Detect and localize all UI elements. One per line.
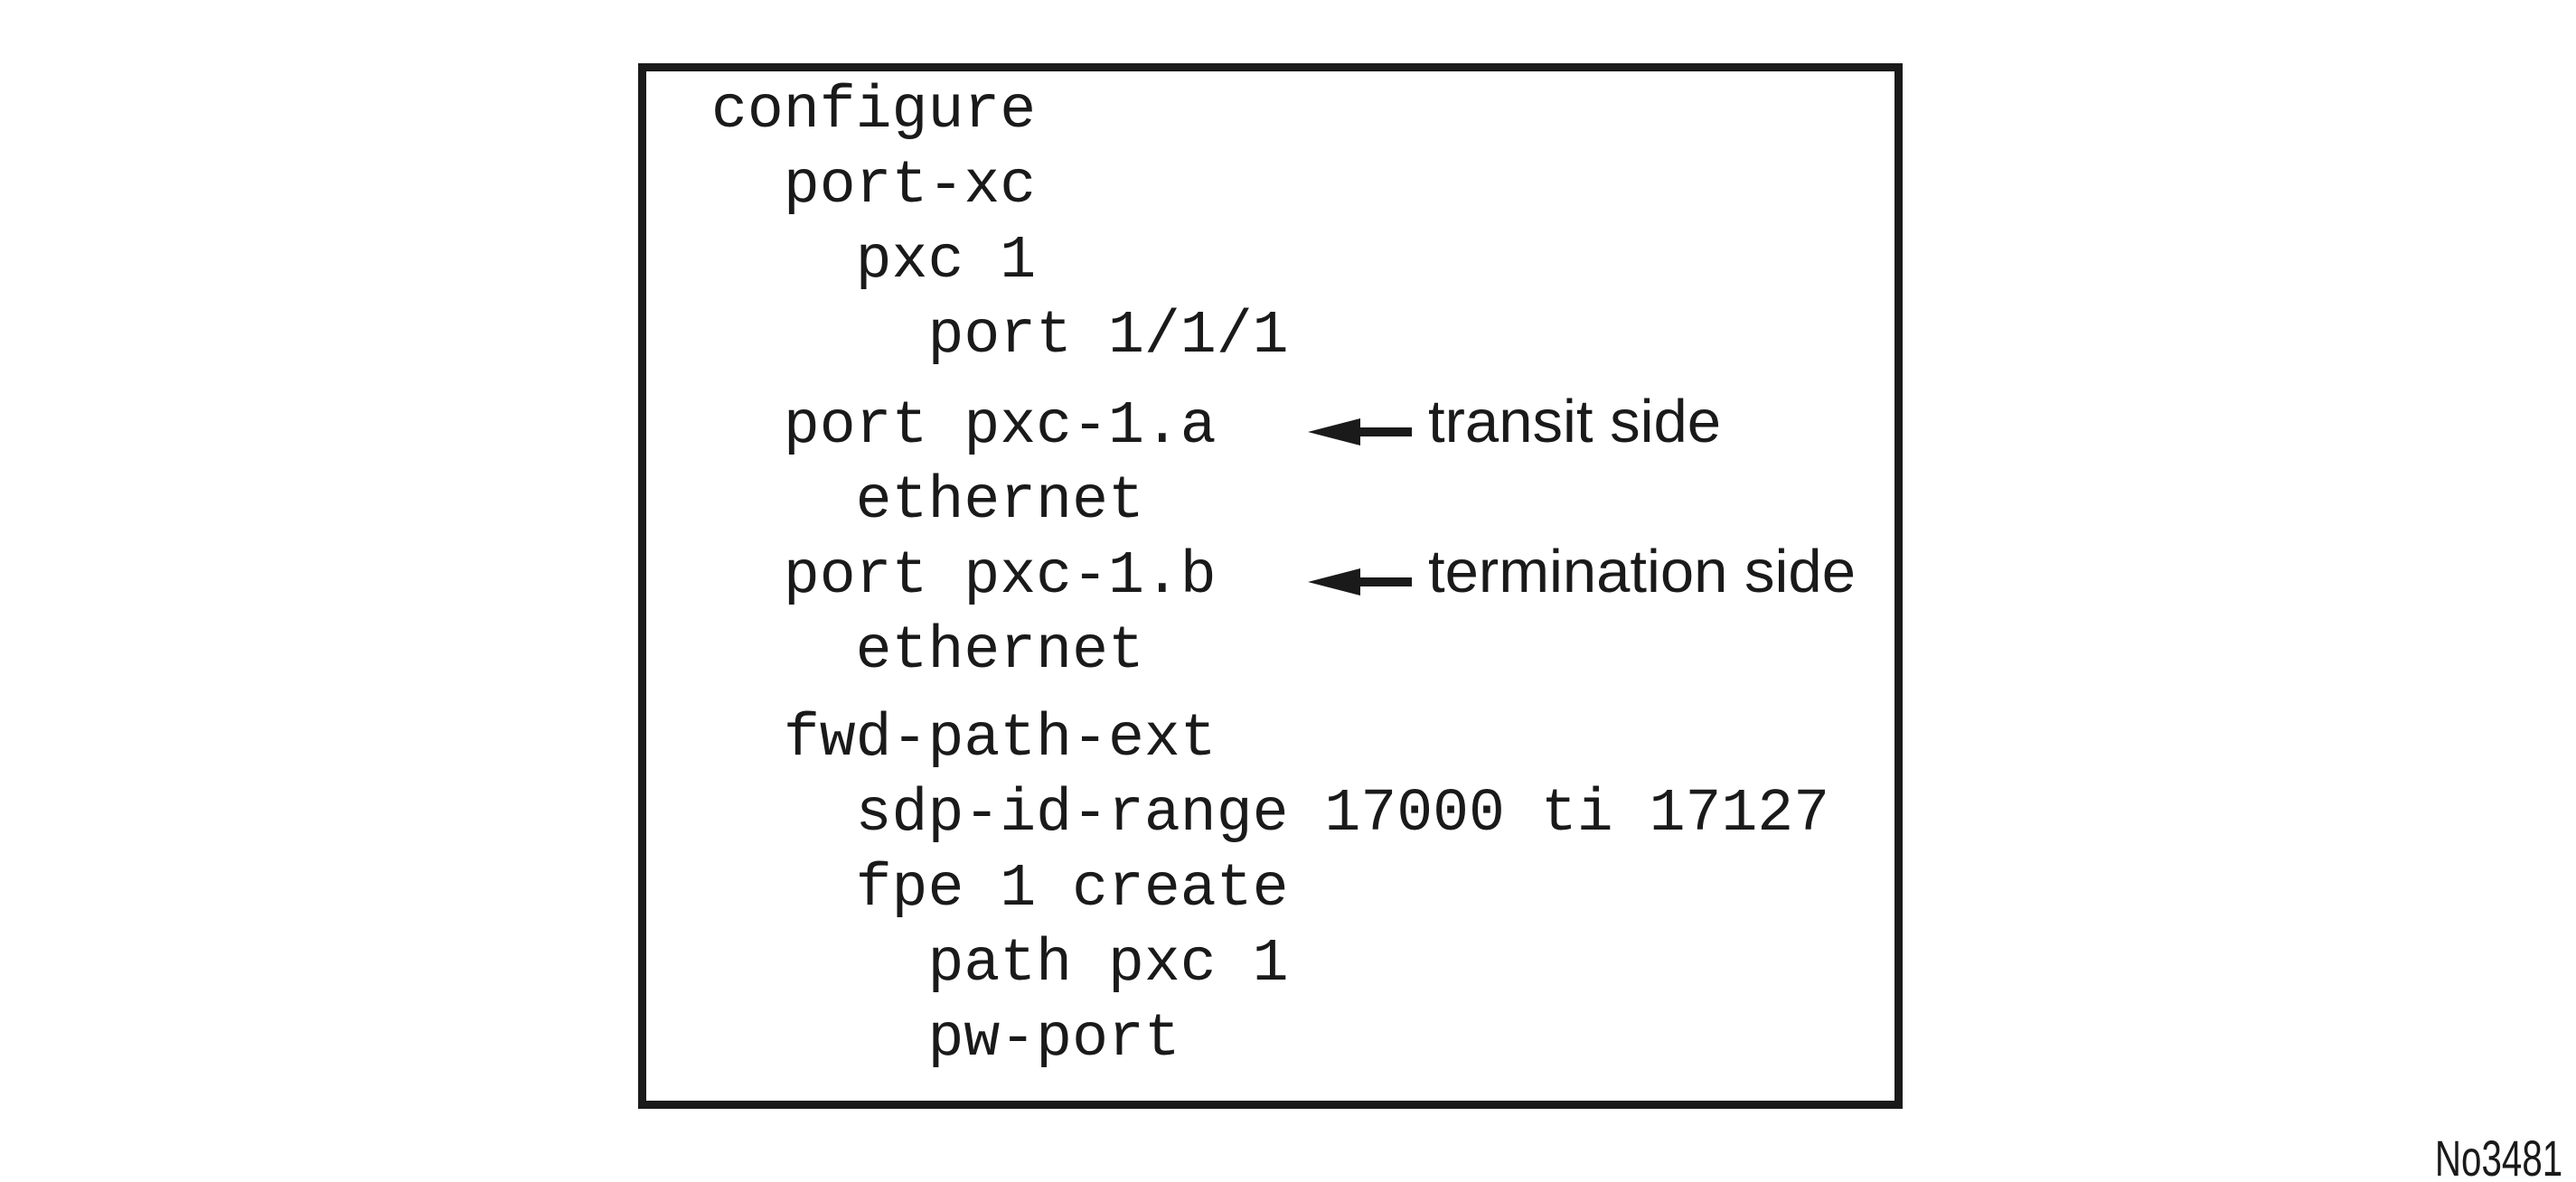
code-group-port-xc: configure port-xc pxc 1 port 1/1/1 [711,73,1829,373]
code-group-pxc-ports: port pxc-1.a ethernet port pxc-1.b ether… [711,389,1829,689]
code-line: path pxc 1 [711,930,1289,998]
code-line: pxc 1 [711,227,1037,295]
code-line: fpe 1 create [711,855,1289,923]
cli-code-block: configure port-xc pxc 1 port 1/1/1 port … [711,73,1829,1076]
figure-number: No3481 [2434,1130,2562,1182]
config-box-frame: configure port-xc pxc 1 port 1/1/1 port … [638,63,1903,1109]
code-line: pw-port [711,1005,1180,1073]
code-line: port 1/1/1 [711,302,1289,370]
termination-side-label: termination side [1428,538,1856,605]
transit-side-label: transit side [1428,388,1721,455]
code-line: port-xc [711,152,1037,220]
code-line: sdp-id-range 17000 ti 17127 [711,780,1830,848]
code-line: ethernet [711,617,1144,685]
code-group-fwd-path-ext: fwd-path-ext sdp-id-range 17000 ti 17127… [711,701,1829,1076]
left-arrow-icon [1308,418,1412,446]
code-line: fwd-path-ext [711,705,1217,773]
code-line: port pxc-1.a [711,392,1217,460]
code-line: ethernet [711,467,1144,535]
code-line: configure [711,77,1037,145]
code-line: port pxc-1.b [711,542,1217,610]
left-arrow-icon [1308,568,1412,596]
